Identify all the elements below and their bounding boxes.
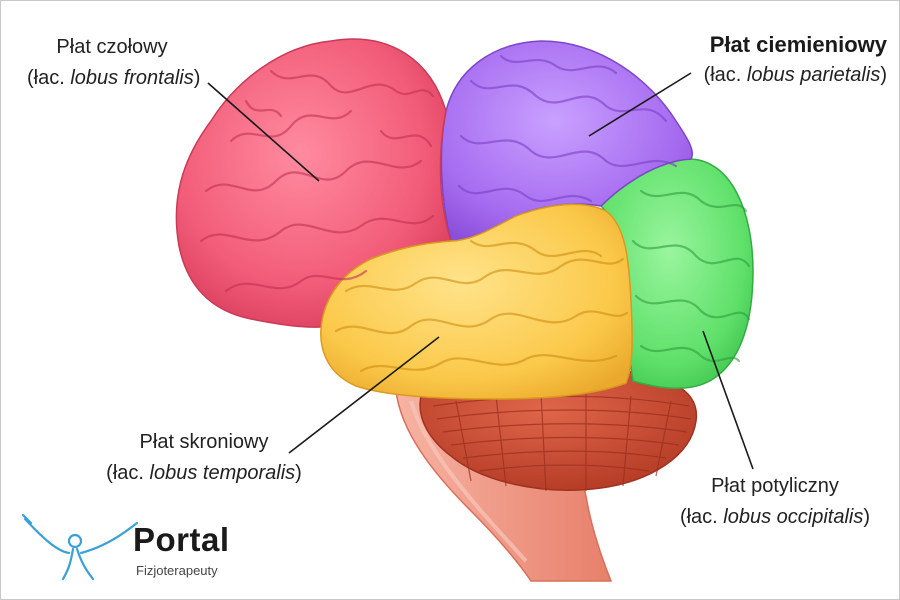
label-frontal-lobe: Płat czołowy (łac. lobus frontalis) [27, 32, 201, 94]
temporal-latin: lobus temporalis [149, 462, 296, 484]
temporal-name: Płat skroniowy [139, 431, 269, 453]
logo-brand: Portal [133, 521, 230, 558]
logo-subtitle: Fizjoterapeuty [136, 563, 218, 578]
person-arms-raised-icon [21, 513, 139, 581]
occipital-latin-line: (łac. lobus occipitalis) [679, 506, 871, 528]
occipital-name: Płat potyliczny [711, 475, 839, 497]
occipital-latin: lobus occipitalis [723, 506, 864, 528]
pointer-frontal [207, 82, 320, 182]
frontal-name: Płat czołowy [56, 36, 168, 58]
temporal-lobe [320, 203, 633, 400]
temporal-latin-line: (łac. lobus temporalis) [106, 462, 302, 484]
pointer-temporal [288, 336, 440, 454]
portal-logo: Portal Fizjoterapeuty [21, 513, 251, 583]
label-occipital-lobe: Płat potyliczny (łac. lobus occipitalis) [669, 471, 881, 533]
parietal-latin: lobus parietalis [746, 64, 881, 86]
label-parietal-lobe: Płat ciemieniowy (łac. lobus parietalis) [651, 29, 887, 91]
parietal-name: Płat ciemieniowy [709, 32, 887, 57]
pointer-occipital [702, 330, 754, 470]
pointer-lines [207, 72, 754, 470]
pointer-parietal [588, 72, 692, 137]
parietal-latin-line: (łac. lobus parietalis) [703, 64, 887, 86]
frontal-latin: lobus frontalis [70, 67, 194, 89]
frontal-latin-line: (łac. lobus frontalis) [27, 67, 201, 89]
label-temporal-lobe: Płat skroniowy (łac. lobus temporalis) [99, 427, 309, 489]
